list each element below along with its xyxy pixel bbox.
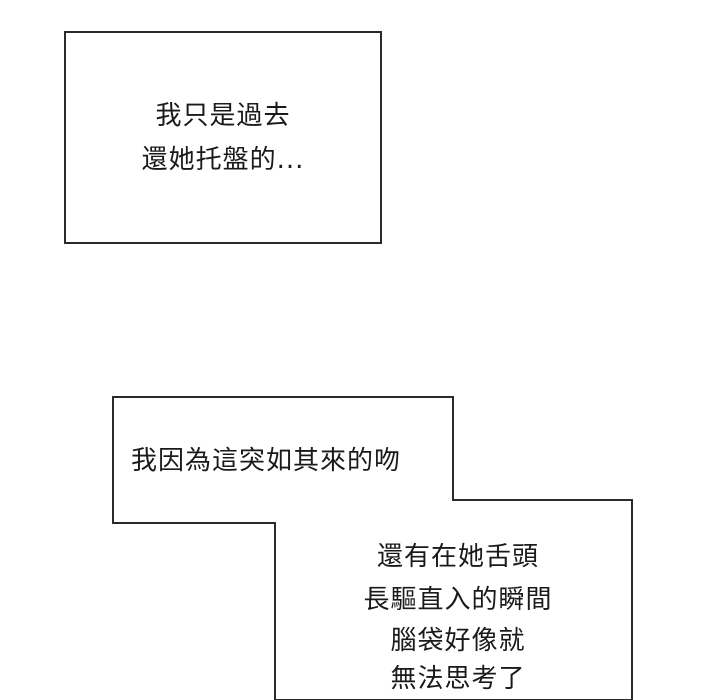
caption-bottom-line-5: 無法思考了 xyxy=(390,664,526,694)
caption-line-2: 還她托盤的... xyxy=(141,145,305,175)
caption-line-1: 我只是過去 xyxy=(155,101,291,131)
caption-bottom-line-1: 我因為這突如其來的吻 xyxy=(131,446,402,476)
caption-bottom-line-3: 長驅直入的瞬間 xyxy=(363,585,553,615)
caption-bottom-line-4: 腦袋好像就 xyxy=(390,626,526,656)
caption-box-top: 我只是過去 還她托盤的... xyxy=(64,31,382,244)
caption-bottom-line-2: 還有在她舌頭 xyxy=(376,542,539,572)
